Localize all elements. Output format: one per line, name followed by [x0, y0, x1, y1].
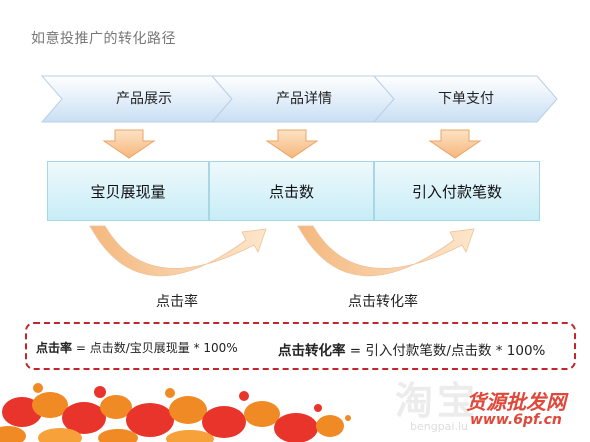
down-arrow-1 — [102, 129, 156, 159]
watermark-url: www.6pf.cn — [470, 412, 562, 428]
metric-label-paid-orders: 引入付款笔数 — [411, 182, 502, 201]
metric-box-impressions: 宝贝展现量 — [47, 161, 209, 221]
metric-box-clicks: 点击数 — [209, 161, 374, 221]
curve-arrow-1 — [89, 225, 267, 277]
metric-label-clicks: 点击数 — [268, 182, 314, 201]
step-label-product-display: 产品展示 — [116, 91, 172, 107]
formula-ctr: 点击率 = 点击数/宝贝展现量 * 100% — [36, 339, 238, 356]
metric-label-impressions: 宝贝展现量 — [90, 182, 166, 201]
step-label-product-detail: 产品详情 — [276, 91, 332, 107]
rate-label-ctr: 点击率 — [156, 294, 198, 310]
formula-conversion-expr: = 引入付款笔数/点击数 * 100% — [349, 343, 546, 359]
step-chevron-3 — [372, 75, 558, 123]
formula-ctr-name: 点击率 — [36, 341, 73, 355]
rate-label-conversion: 点击转化率 — [348, 294, 418, 310]
diagram-title: 如意投推广的转化路径 — [31, 31, 176, 47]
watermark-sub: bengpai.lu — [410, 420, 469, 433]
formula-conversion: 点击转化率 = 引入付款笔数/点击数 * 100% — [278, 339, 545, 359]
metric-box-paid-orders: 引入付款笔数 — [374, 161, 540, 221]
curve-arrow-2 — [297, 225, 475, 277]
down-arrow-2 — [265, 129, 319, 159]
step-label-checkout: 下单支付 — [438, 91, 494, 107]
watermark-bg-text: 淘宝 — [395, 379, 480, 423]
watermark-brand: 货源批发网 — [466, 390, 566, 414]
formula-box — [25, 322, 576, 370]
down-arrow-3 — [428, 129, 482, 159]
formula-conversion-name: 点击转化率 — [278, 343, 346, 359]
formula-ctr-expr: = 点击数/宝贝展现量 * 100% — [75, 341, 238, 355]
decorative-blobs — [0, 383, 351, 442]
